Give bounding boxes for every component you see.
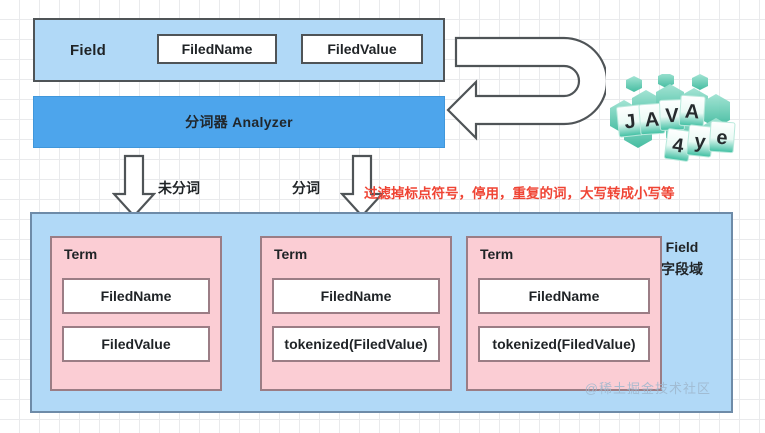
svg-text:4: 4 bbox=[671, 134, 686, 157]
term-field-value: tokenized(FiledValue) bbox=[478, 326, 650, 362]
term-card: Term FiledName tokenized(FiledValue) bbox=[260, 236, 452, 391]
field-container-caption: Field 字段域 bbox=[647, 236, 717, 280]
term-card: Term FiledName tokenized(FiledValue) bbox=[466, 236, 662, 391]
term-card: Term FiledName FiledValue bbox=[50, 236, 222, 391]
term-title: Term bbox=[64, 246, 98, 262]
svg-text:e: e bbox=[716, 127, 729, 150]
watermark-text: @稀土掘金技术社区 bbox=[584, 381, 711, 396]
svg-text:y: y bbox=[693, 130, 707, 153]
svg-text:V: V bbox=[665, 105, 680, 127]
term-title: Term bbox=[480, 246, 514, 262]
feedback-arrow-icon bbox=[446, 36, 606, 141]
svg-text:A: A bbox=[644, 109, 660, 132]
field-container-caption-en: Field bbox=[665, 239, 699, 255]
field-container-caption-cn: 字段域 bbox=[661, 261, 703, 277]
down-arrow-segmented-icon bbox=[340, 154, 384, 218]
term-field-name: FiledName bbox=[62, 278, 210, 314]
filter-note-text: 过滤掉标点符号，停用，重复的词，大写转成小写等 bbox=[364, 186, 675, 201]
term-field-value: tokenized(FiledValue) bbox=[272, 326, 440, 362]
term-field-name: FiledName bbox=[478, 278, 650, 314]
flow-label-segmented: 分词 bbox=[292, 180, 320, 196]
svg-text:A: A bbox=[684, 101, 700, 124]
field-box-label: Field bbox=[70, 41, 107, 59]
chip-filed-name: FiledName bbox=[157, 34, 277, 64]
java4ye-logo-icon: J A V A 4 y bbox=[610, 74, 736, 162]
down-arrow-unsegmented-icon bbox=[112, 154, 156, 218]
analyzer-label: 分词器 Analyzer bbox=[185, 114, 293, 130]
term-field-name: FiledName bbox=[272, 278, 440, 314]
field-container: Field 字段域 Term FiledName FiledValue Term… bbox=[30, 212, 733, 413]
field-box-top: Field FiledName FiledValue bbox=[33, 18, 445, 82]
term-title: Term bbox=[274, 246, 308, 262]
svg-text:J: J bbox=[623, 110, 636, 133]
flow-label-unsegmented: 未分词 bbox=[158, 180, 200, 196]
chip-filed-value: FiledValue bbox=[301, 34, 423, 64]
analyzer-box: 分词器 Analyzer bbox=[33, 96, 445, 148]
term-field-value: FiledValue bbox=[62, 326, 210, 362]
